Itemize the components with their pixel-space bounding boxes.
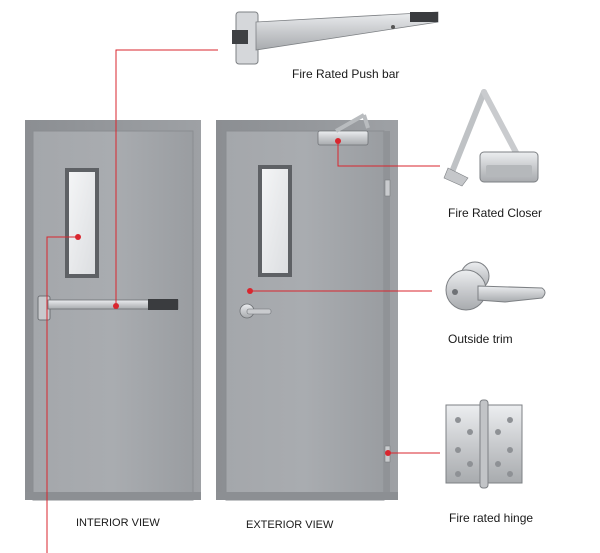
closer-product-image	[443, 89, 539, 187]
interior-vision-window	[65, 168, 99, 278]
callout-dots	[75, 138, 391, 456]
callout-line-vision-window	[46, 236, 78, 553]
interior-door	[25, 120, 201, 501]
outside-trim-product-image	[445, 261, 546, 311]
push-bar-product-image	[232, 11, 439, 65]
hinge-label: Fire rated hinge	[449, 511, 534, 525]
push-bar-label: Fire Rated Push bar	[292, 67, 400, 81]
door-lever-handle	[239, 303, 272, 319]
callout-dot-push-bar	[113, 303, 119, 309]
interior-door-leaf	[33, 131, 193, 500]
exterior-vision-window	[258, 165, 292, 277]
callout-line-closer	[337, 141, 440, 167]
exterior-door	[216, 113, 398, 501]
callout-dot-hinge	[385, 450, 391, 456]
callout-dot-outside-trim	[247, 288, 253, 294]
door-closer	[317, 113, 370, 146]
callout-dot-closer	[335, 138, 341, 144]
closer-label: Fire Rated Closer	[448, 206, 543, 220]
callout-line-push-bar	[115, 49, 218, 306]
hinge-product-image	[445, 399, 523, 489]
callout-lines	[46, 49, 440, 553]
door-hinge-top	[384, 179, 391, 197]
outside-trim-label: Outside trim	[448, 332, 513, 346]
exterior-view-caption: EXTERIOR VIEW	[246, 519, 334, 531]
interior-view-caption: INTERIOR VIEW	[76, 517, 160, 529]
callout-dot-vision-window	[75, 234, 81, 240]
